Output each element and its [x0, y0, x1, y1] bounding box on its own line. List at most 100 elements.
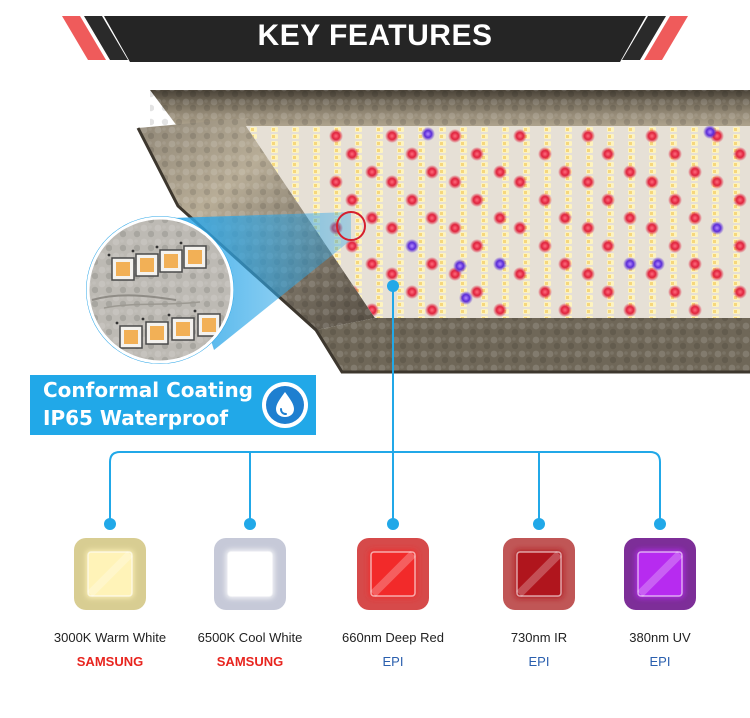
uv-led [703, 126, 717, 139]
red-led [623, 165, 637, 179]
chip-name: 3000K Warm White [53, 630, 167, 645]
chip-name: 730nm IR [510, 630, 568, 645]
conformal-coating-label: Conformal Coating IP65 Waterproof [30, 375, 316, 435]
red-led [558, 211, 572, 225]
red-led [345, 193, 359, 207]
red-led [405, 147, 419, 161]
chip-sheen [87, 551, 133, 597]
chip-icon-3 [503, 538, 575, 610]
red-led [645, 175, 659, 189]
red-led [688, 165, 702, 179]
page-title: KEY FEATURES [257, 19, 493, 52]
zoom-led-mark [141, 317, 145, 321]
red-led [733, 193, 747, 207]
red-led [581, 129, 595, 143]
header-banner [62, 16, 688, 62]
red-led [385, 175, 399, 189]
chip-emitter [516, 551, 562, 597]
red-led [733, 285, 747, 299]
red-led [733, 147, 747, 161]
red-led [365, 257, 379, 271]
red-led [558, 165, 572, 179]
red-led [448, 175, 462, 189]
zoom-led-phosphor [176, 322, 190, 336]
zoom-led-mark [179, 241, 183, 245]
chip-icon-0 [74, 538, 146, 610]
chip-sheen [227, 551, 273, 597]
red-led [405, 285, 419, 299]
chip-brand: EPI [528, 654, 550, 669]
chip-icons [74, 538, 696, 610]
connector-dots [104, 280, 666, 530]
red-led [493, 165, 507, 179]
zoom-led-phosphor [124, 330, 138, 344]
red-led [470, 147, 484, 161]
chip-brand: EPI [649, 654, 671, 669]
red-led [329, 175, 343, 189]
connector-lines [109, 286, 661, 522]
uv-led [421, 127, 435, 141]
zoom-target-ring [336, 211, 366, 241]
red-led [581, 267, 595, 281]
red-led [513, 129, 527, 143]
uv-led [459, 291, 473, 305]
chip-name: 380nm UV [629, 630, 691, 645]
red-led [365, 165, 379, 179]
red-led [623, 211, 637, 225]
banner-right-red-stripe [644, 16, 688, 60]
red-led [581, 175, 595, 189]
red-led [493, 303, 507, 317]
red-led [470, 285, 484, 299]
red-led [558, 303, 572, 317]
chip-name: 660nm Deep Red [342, 630, 444, 645]
red-led [385, 221, 399, 235]
uv-led [651, 257, 665, 271]
coating-line-1: Conformal Coating [43, 378, 253, 402]
red-led [623, 303, 637, 317]
chip-brand: SAMSUNG [216, 654, 284, 669]
chip-name: 6500K Cool White [197, 630, 303, 645]
uv-led [493, 257, 507, 271]
red-led [668, 147, 682, 161]
red-led [581, 221, 595, 235]
red-led [538, 193, 552, 207]
red-led [688, 211, 702, 225]
banner-right-dark-stripe [622, 16, 666, 60]
zoom-led-mark [193, 309, 197, 313]
red-led [558, 257, 572, 271]
red-led [425, 257, 439, 271]
red-led [470, 239, 484, 253]
red-led [425, 211, 439, 225]
red-led [645, 129, 659, 143]
banner-left-red-stripe [62, 16, 106, 60]
zoom-led-phosphor [164, 254, 178, 268]
chip-brand: SAMSUNG [76, 654, 144, 669]
zoom-led-phosphor [188, 250, 202, 264]
zoom-led-phosphor [150, 326, 164, 340]
zoom-led-mark [115, 321, 119, 325]
chip-emitter [637, 551, 683, 597]
red-led [513, 267, 527, 281]
chip-emitter [87, 551, 133, 597]
red-led [538, 147, 552, 161]
zoom-led-mark [107, 253, 111, 257]
red-led [448, 221, 462, 235]
zoom-magnifier [86, 216, 234, 364]
chip-sheen [516, 551, 562, 597]
red-led [493, 211, 507, 225]
chip-icon-1 [214, 538, 286, 610]
red-led [385, 129, 399, 143]
red-led [668, 239, 682, 253]
red-led [668, 193, 682, 207]
uv-led [405, 239, 419, 253]
banner-left-dark-stripe [84, 16, 128, 60]
red-led [733, 239, 747, 253]
chip-sheen [370, 551, 416, 597]
red-led [405, 193, 419, 207]
red-led [688, 303, 702, 317]
zoom-led-mark [167, 313, 171, 317]
red-led [345, 147, 359, 161]
chip-emitter [370, 551, 416, 597]
red-led [668, 285, 682, 299]
zoom-led-mark [155, 245, 159, 249]
